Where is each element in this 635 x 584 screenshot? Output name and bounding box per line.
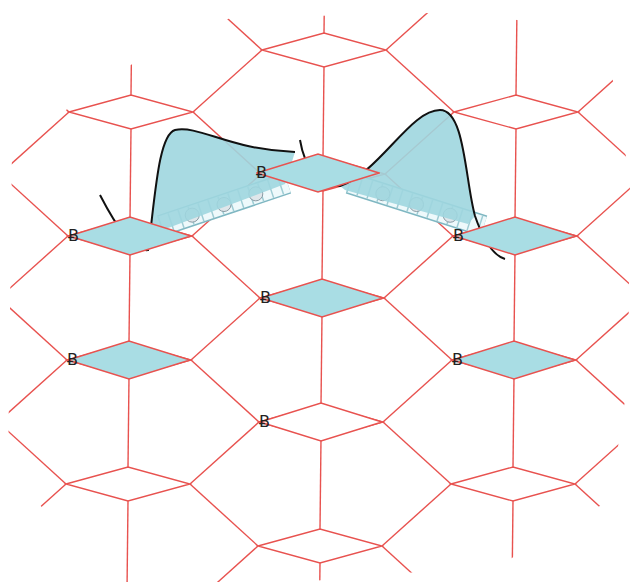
crossed-b-symbol: Ƀ [260,290,271,306]
rhombus-shape [452,340,576,380]
rhombus-cell: Ƀ [256,153,380,193]
rhombus-shape [68,216,192,256]
crossed-b-symbol: Ƀ [453,228,464,244]
rhombus-cell: Ƀ [260,278,384,318]
crossed-b-symbol: Ƀ [67,352,78,368]
rhombus-shape [259,402,383,442]
rhombus-cell: Ƀ [453,216,577,256]
rhombus-cell: Ƀ [452,340,576,380]
crossed-b-symbol: Ƀ [452,352,463,368]
crossed-b-symbol: Ƀ [259,414,270,430]
rhombus-shape [453,216,577,256]
rhombus-cell: Ƀ [67,340,191,380]
crossed-b-symbol: Ƀ [256,165,267,181]
rhombus-cell: Ƀ [259,402,383,442]
rhombus-shape [256,153,380,193]
crossed-b-symbol: Ƀ [68,228,79,244]
rhombus-shape [260,278,384,318]
rhombus-cell: Ƀ [68,216,192,256]
rhombus-shape [67,340,191,380]
